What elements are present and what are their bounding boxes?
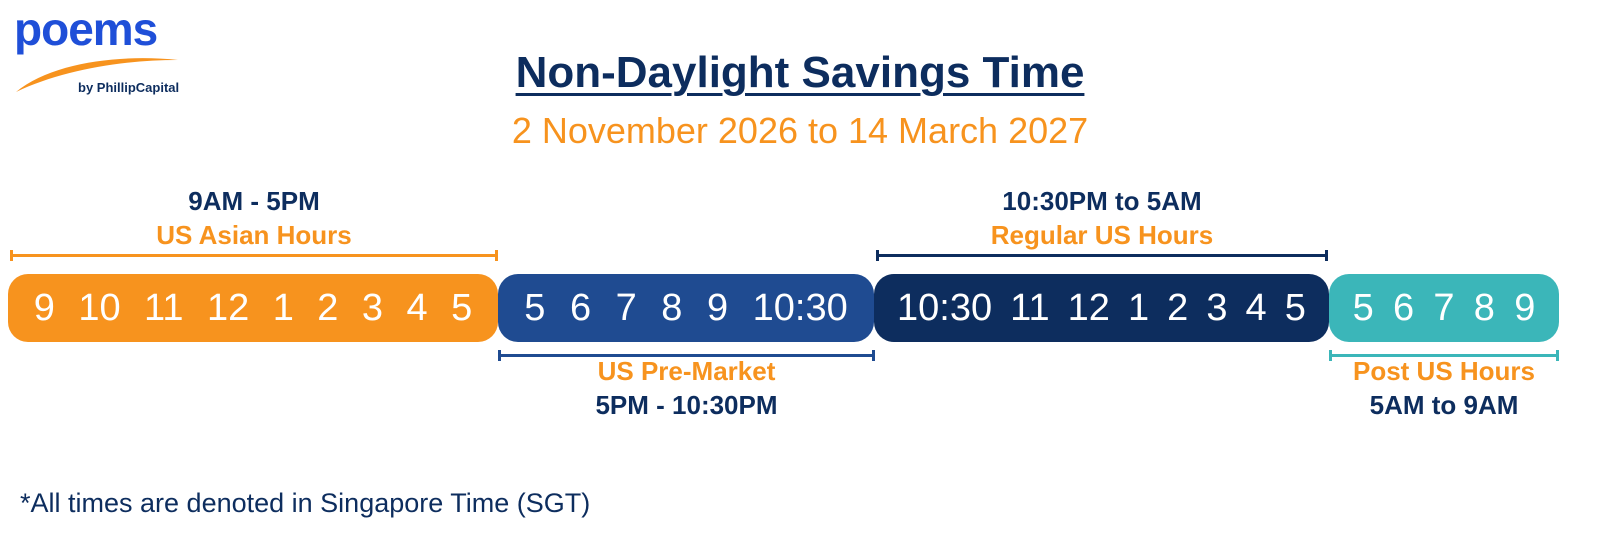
regular-hours-time: 10:30PM to 5AM: [1002, 186, 1202, 216]
asian-hour: 1: [272, 286, 294, 329]
regular-hour: 10:30: [897, 286, 993, 329]
asian-hour: 5: [451, 286, 473, 329]
pre-market-label: US Pre-Market: [597, 356, 776, 386]
pre-market-bracket: [498, 350, 875, 361]
asian-hour: 3: [361, 286, 384, 329]
asian-hour: 12: [206, 286, 250, 329]
premarket-hour: 5: [524, 286, 546, 329]
asian-hour: 4: [406, 286, 428, 329]
regular-hour: 11: [1010, 286, 1050, 329]
post-hours-label: Post US Hours: [1352, 356, 1536, 386]
page-title: Non-Daylight Savings Time: [515, 48, 1085, 97]
asian-hours-bracket: [10, 250, 498, 261]
post-hours-bracket: [1329, 350, 1559, 361]
post-hour: 6: [1393, 286, 1415, 329]
premarket-hour: 6: [569, 286, 592, 329]
premarket-hour: 8: [661, 286, 683, 329]
post-hour: 8: [1473, 286, 1495, 329]
logo-swoosh-icon: [16, 58, 178, 92]
asian-hour: 10: [78, 286, 121, 329]
premarket-hour: 10:30: [752, 286, 848, 329]
post-hour: 7: [1433, 286, 1455, 329]
asian-hour: 11: [144, 286, 184, 329]
regular-hours-bracket: [876, 250, 1328, 261]
post-hours-time: 5AM to 9AM: [1369, 390, 1519, 420]
regular-hour: 12: [1067, 286, 1110, 329]
footnote: *All times are denoted in Singapore Time…: [20, 488, 591, 518]
regular-hour: 2: [1167, 286, 1189, 329]
logo-tagline: by PhillipCapital: [78, 80, 180, 95]
premarket-hour: 7: [615, 286, 637, 329]
asian-hours-label: US Asian Hours: [156, 220, 352, 250]
date-range-subtitle: 2 November 2026 to 14 March 2027: [511, 110, 1089, 151]
logo-wordmark: poems: [14, 3, 158, 55]
post-hour: 5: [1352, 286, 1374, 329]
premarket-hour: 9: [706, 286, 729, 329]
regular-hour: 4: [1245, 286, 1267, 329]
regular-hours-label: Regular US Hours: [990, 220, 1214, 250]
asian-hour: 2: [317, 286, 339, 329]
regular-hour: 5: [1284, 286, 1306, 329]
regular-hour: 1: [1127, 286, 1150, 329]
asian-hours-time: 9AM - 5PM: [188, 186, 320, 216]
regular-hour: 3: [1206, 286, 1228, 329]
post-hour: 9: [1514, 286, 1536, 329]
pre-market-time: 5PM - 10:30PM: [595, 390, 778, 420]
asian-hour: 9: [33, 286, 55, 329]
